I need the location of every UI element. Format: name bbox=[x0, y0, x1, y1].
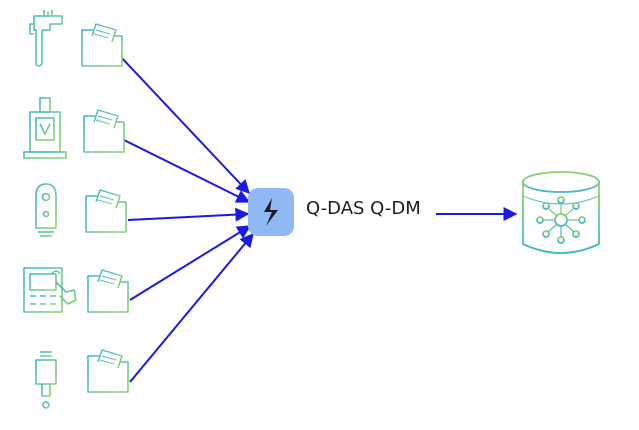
arrows bbox=[119, 55, 518, 383]
folder-icon bbox=[83, 109, 125, 153]
arrow-terminal-to-hub bbox=[129, 225, 252, 301]
folder-icon bbox=[87, 269, 129, 313]
handheld-gauge-icon bbox=[35, 183, 57, 237]
database-icon bbox=[522, 171, 600, 254]
touch-terminal-icon bbox=[23, 267, 77, 313]
folder-icon bbox=[81, 23, 123, 67]
caliper-icon bbox=[29, 10, 63, 67]
hub-label: Q-DAS Q-DM bbox=[306, 198, 421, 219]
cmm-machine-icon bbox=[23, 97, 67, 159]
folder-icon bbox=[85, 189, 127, 233]
arrow-probe-to-hub bbox=[129, 232, 254, 383]
arrow-cmm-to-hub bbox=[123, 139, 251, 203]
probe-icon bbox=[35, 351, 57, 409]
folder-icon bbox=[87, 349, 129, 393]
arrow-gauge-to-hub bbox=[127, 207, 250, 222]
arrow-caliper-to-hub bbox=[119, 55, 250, 195]
q-das-hub-icon bbox=[248, 188, 294, 236]
